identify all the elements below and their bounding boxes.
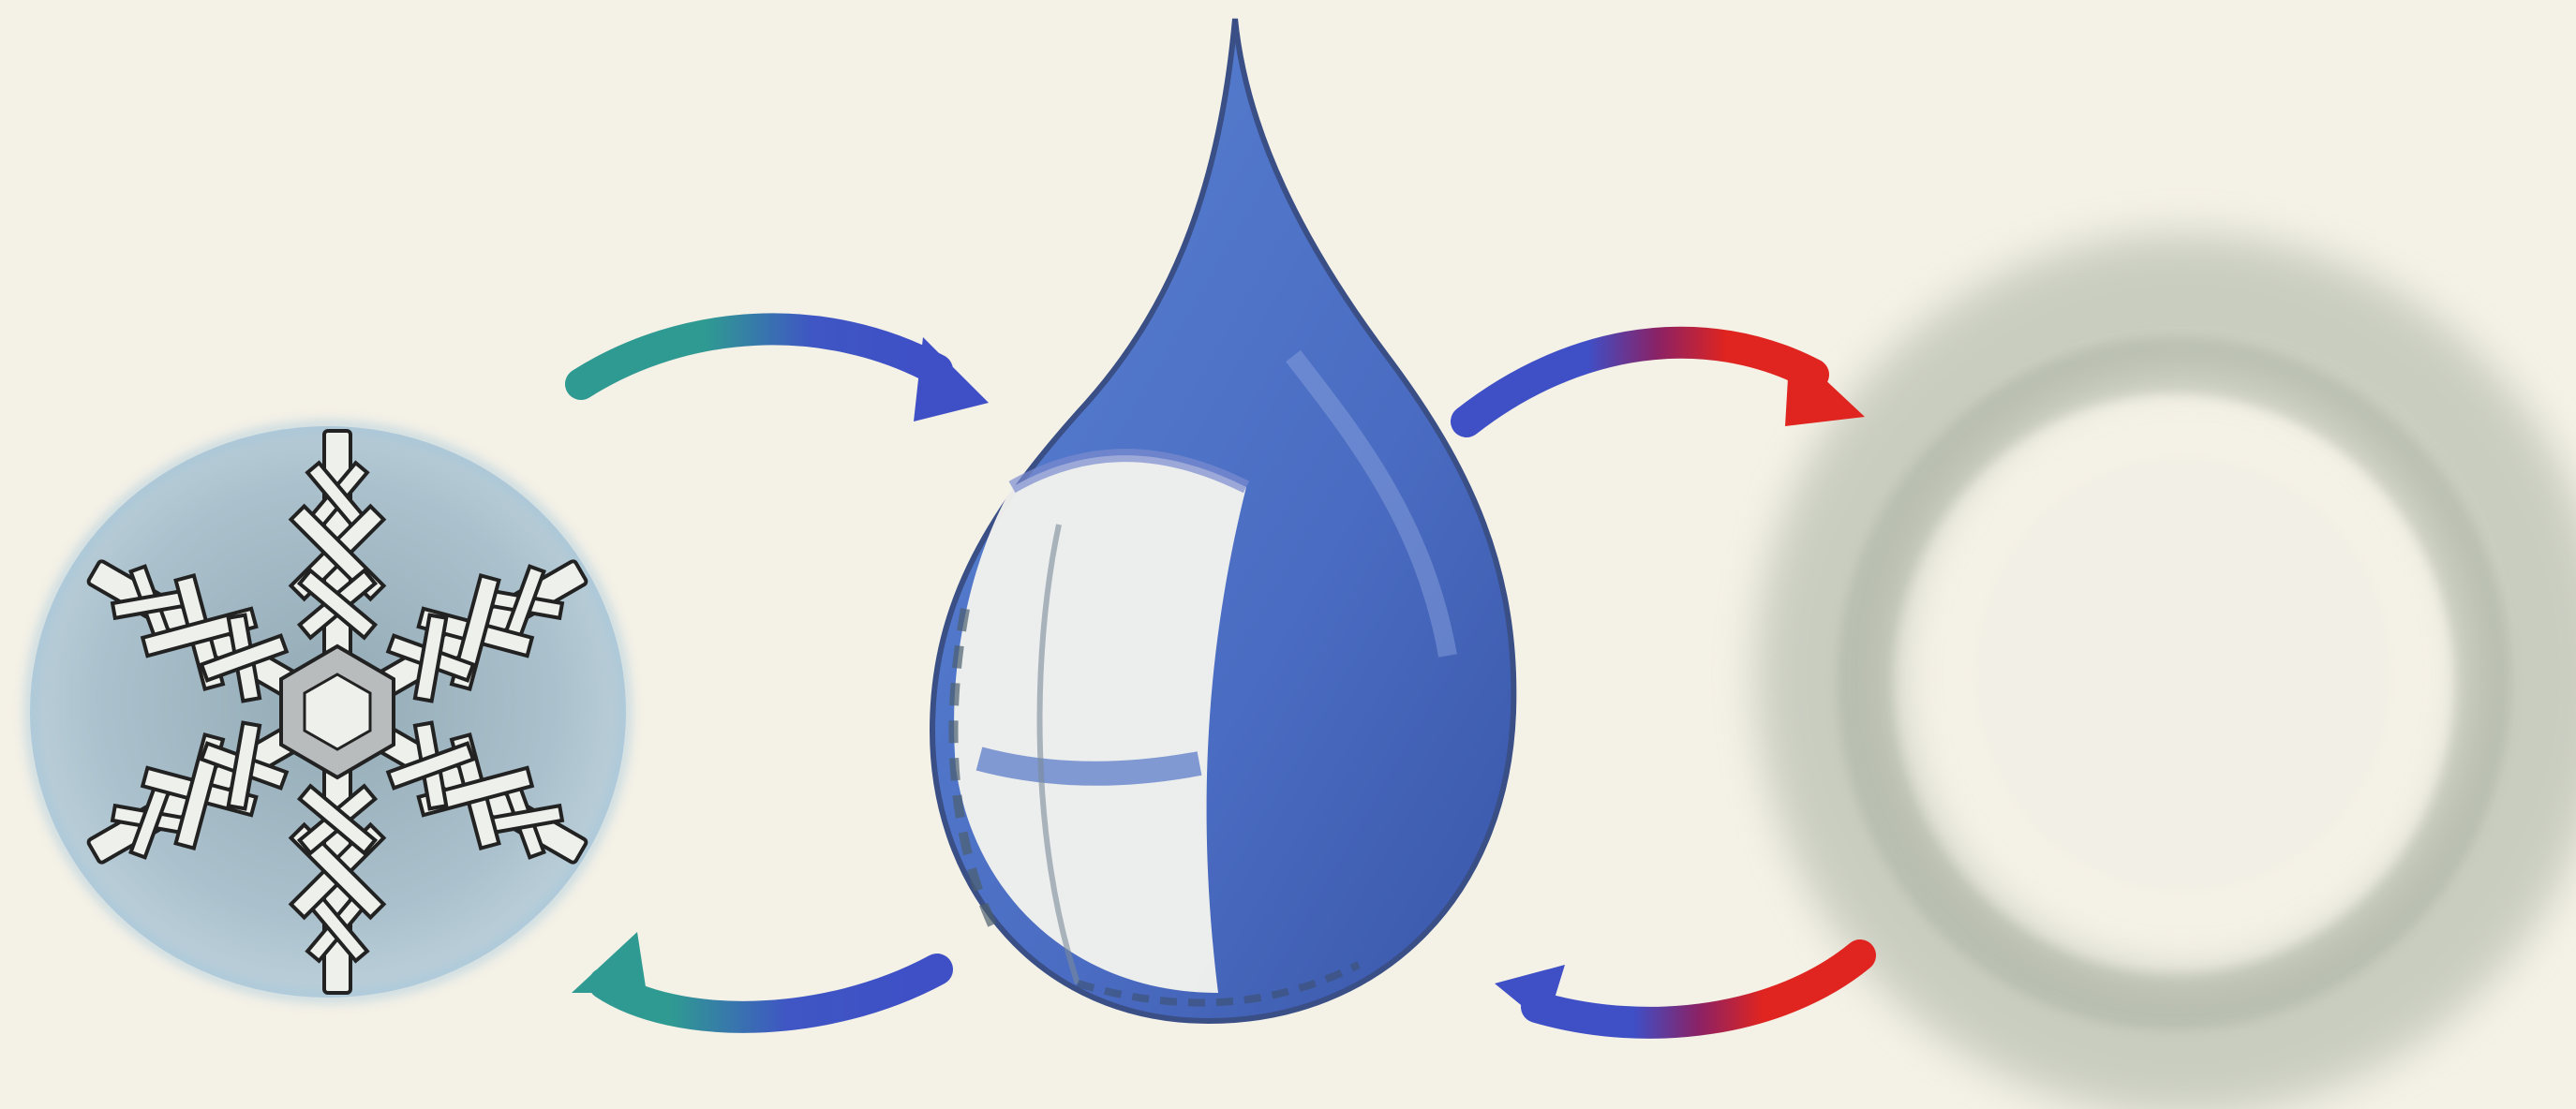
arrow-freezing	[572, 932, 937, 1017]
arrow-condensation	[1495, 955, 1860, 1026]
arrow-evaporation	[1467, 343, 1865, 426]
vapor-cloud-icon	[1827, 304, 2539, 1044]
arrow-melting	[581, 329, 989, 421]
water-state	[932, 19, 1513, 1021]
ice-state	[30, 426, 626, 998]
water-drop-icon	[932, 19, 1513, 1021]
vapor-state	[1827, 304, 2539, 1044]
